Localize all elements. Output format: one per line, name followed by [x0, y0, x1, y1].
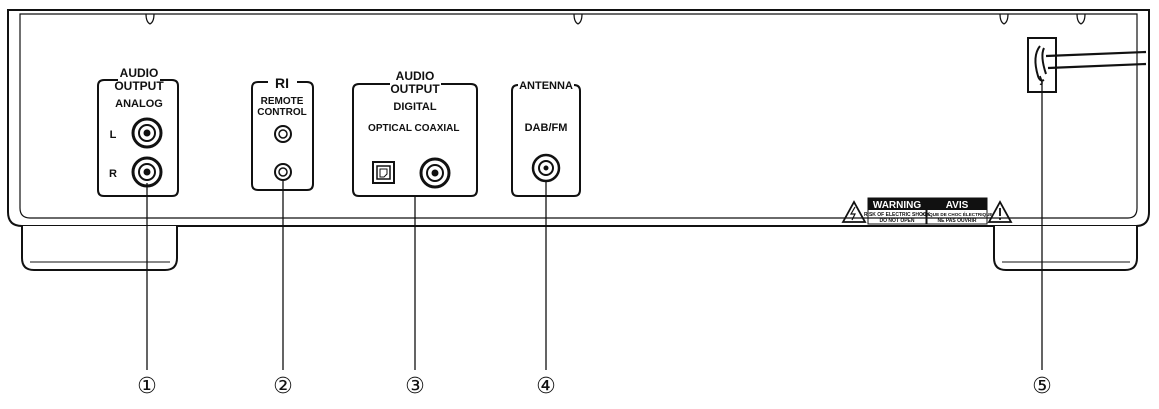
remote-control-panel: RI REMOTE CONTROL [251, 75, 314, 191]
digital-subtitle: DIGITAL [393, 101, 436, 113]
analog-output-panel: AUDIO OUTPUT ANALOG L R [97, 66, 179, 197]
avis-line1: RISQUE DE CHOC ÉLECTRIQUE [922, 210, 993, 217]
analog-title-line2: OUTPUT [114, 79, 164, 93]
remote-title: RI [275, 75, 289, 91]
remote-jack-upper [274, 125, 292, 143]
analog-left-label: L [110, 129, 117, 141]
remote-line2: CONTROL [257, 107, 306, 118]
coaxial-label: COAXIAL [415, 123, 460, 134]
warning-title: WARNING [873, 200, 922, 211]
foot-left [21, 226, 178, 271]
warning-line1: RISK OF ELECTRIC SHOCK [864, 212, 931, 218]
antenna-subtitle: DAB/FM [525, 122, 568, 134]
callout-2: ② [273, 374, 293, 399]
rca-jack-left [131, 117, 163, 149]
digital-output-panel: AUDIO OUTPUT DIGITAL OPTICAL COAXIAL [352, 69, 478, 197]
lightning-triangle-icon [841, 200, 867, 223]
rca-jack-right [131, 156, 163, 188]
analog-title-line1: AUDIO [120, 66, 159, 80]
callout-leaders [146, 80, 1043, 370]
antenna-panel: ANTENNA DAB/FM [511, 80, 581, 197]
digital-title-line1: AUDIO [396, 69, 435, 83]
warning-label: WARNING RISK OF ELECTRIC SHOCK DO NOT OP… [841, 197, 1013, 225]
callout-3: ③ [405, 374, 425, 399]
remote-jack-lower [274, 163, 292, 181]
optical-port [372, 161, 395, 184]
callout-1: ① [137, 374, 157, 399]
power-cord [1027, 37, 1147, 93]
foot-right [993, 226, 1138, 271]
callout-4: ④ [536, 374, 556, 399]
avis-line2: NE PAS OUVRIR [937, 218, 976, 224]
antenna-title: ANTENNA [519, 80, 573, 92]
optical-label: OPTICAL [368, 123, 412, 134]
analog-right-label: R [109, 168, 117, 180]
callout-5: ⑤ [1032, 374, 1052, 399]
warning-line2: DO NOT OPEN [879, 218, 914, 224]
avis-title: AVIS [946, 200, 969, 211]
coaxial-jack [419, 157, 451, 189]
remote-line1: REMOTE [261, 96, 304, 107]
digital-title-line2: OUTPUT [390, 82, 440, 96]
exclamation-triangle-icon [987, 200, 1013, 223]
analog-subtitle: ANALOG [115, 98, 163, 110]
antenna-connector [531, 153, 561, 183]
